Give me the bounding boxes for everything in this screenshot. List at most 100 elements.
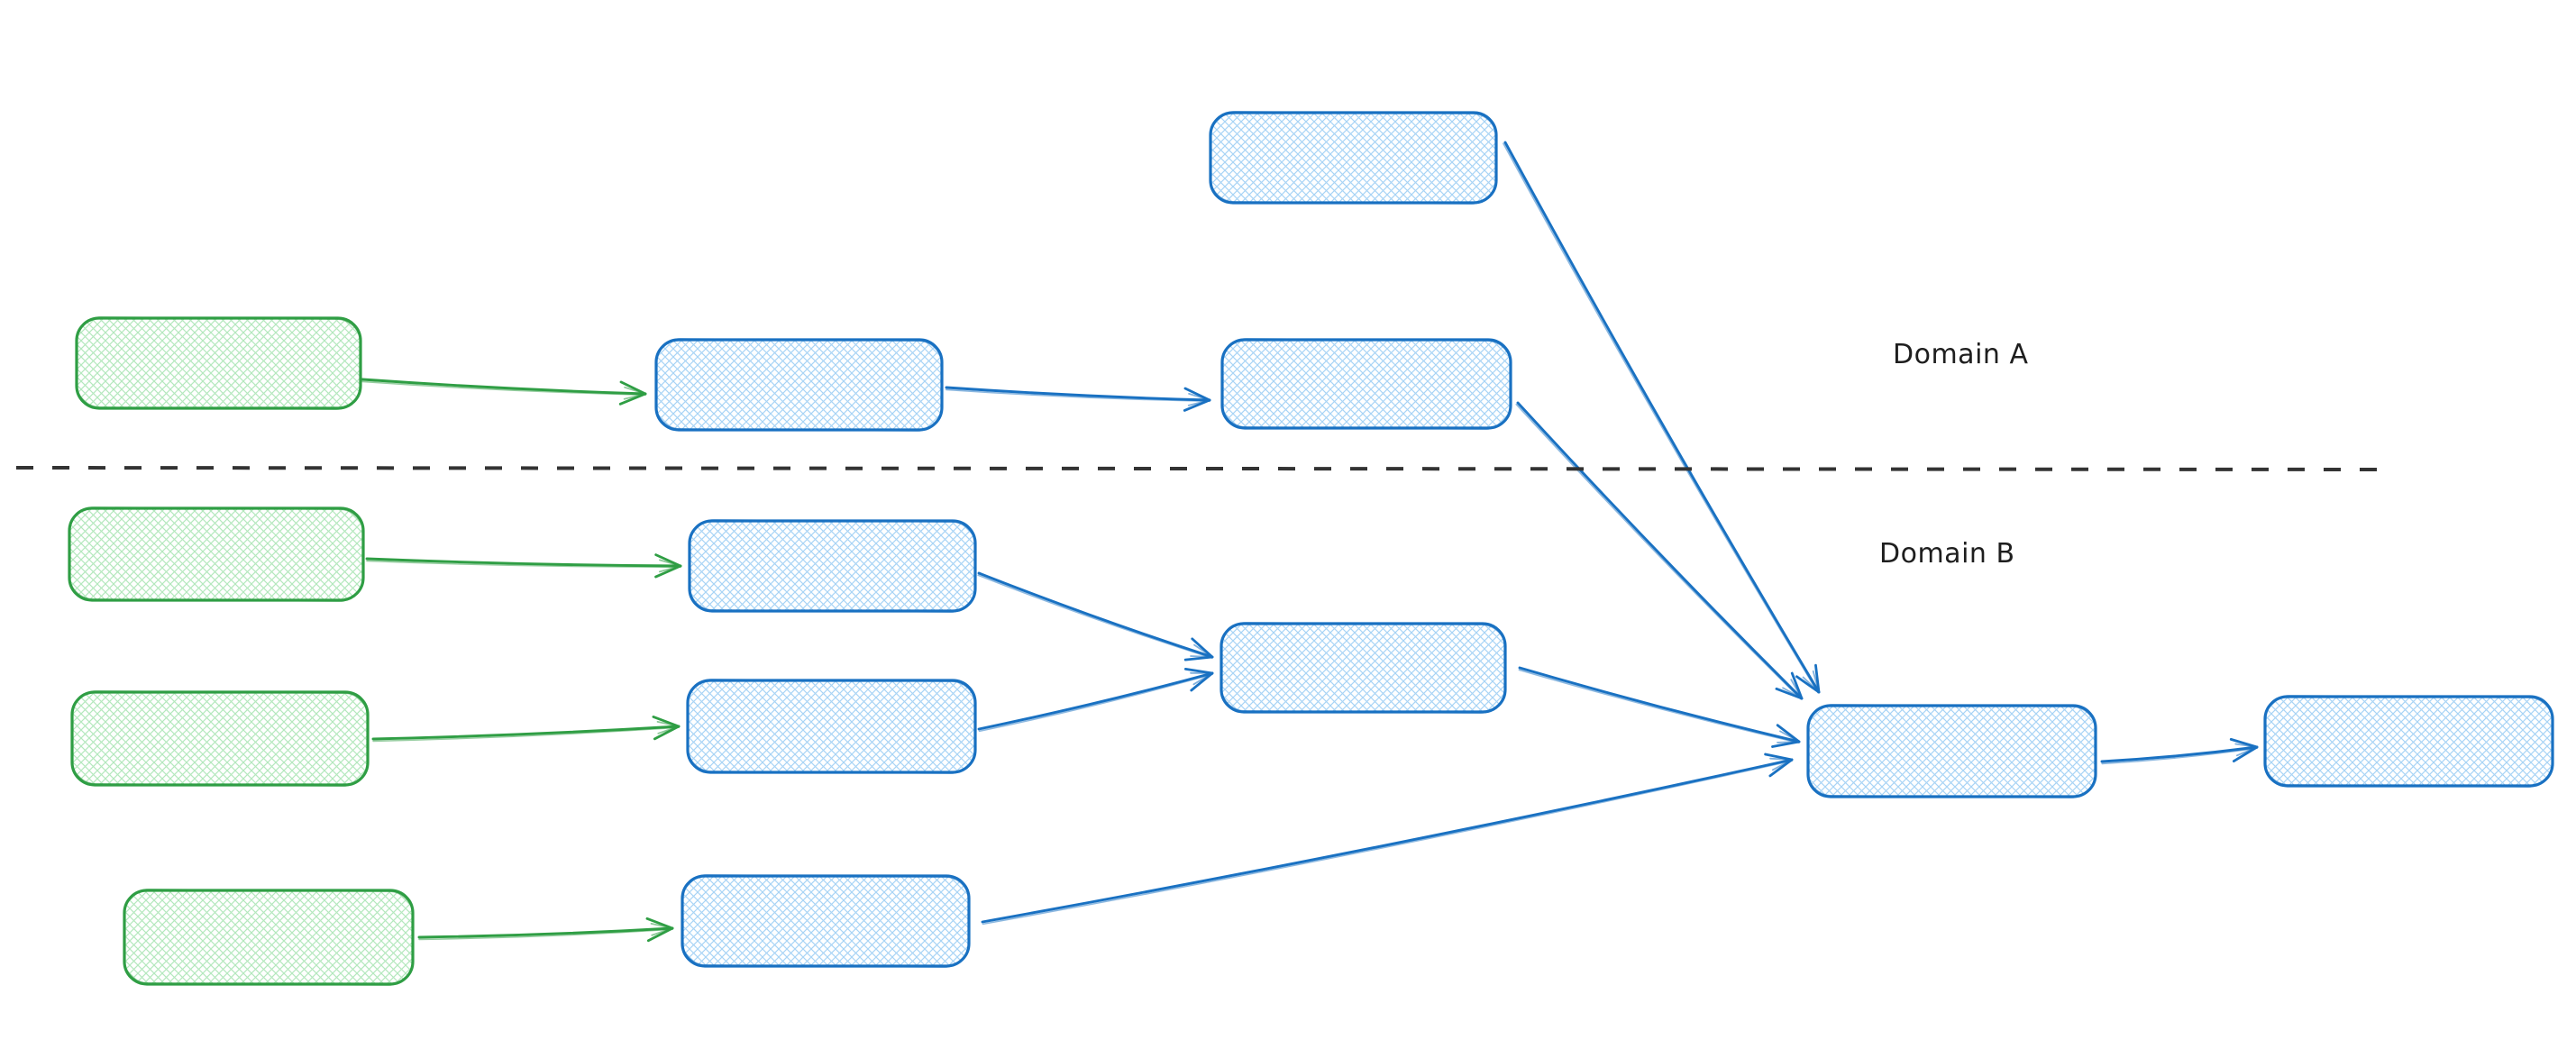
node-b-merge-box (1806, 704, 2097, 798)
arrowhead-echo (659, 559, 681, 567)
arrow-b-stage-2-to-b-join (977, 667, 1214, 733)
arrowhead-echo (657, 725, 680, 734)
arrowhead-echo (623, 393, 646, 400)
arrowhead-echo (2235, 746, 2258, 757)
arrowhead-echo (1802, 676, 1820, 693)
arrow-b-source-1-to-b-stage-1 (365, 553, 682, 579)
node-b-merge (1806, 704, 2097, 798)
arrow-line-echo (372, 726, 680, 743)
arrowhead-echo (1777, 741, 1800, 743)
arrow-line (371, 725, 681, 741)
node-a-stage-1-box-echo (655, 338, 943, 432)
shapes-layer (68, 111, 2554, 986)
node-b-stage-3 (681, 874, 971, 968)
node-a-source-box-echo (76, 316, 361, 410)
arrow-line (2100, 745, 2259, 763)
arrow-line (417, 926, 674, 939)
arrowhead-echo (1769, 757, 1793, 761)
arrowhead-echo (651, 927, 673, 936)
arrow-line-echo (366, 560, 681, 569)
node-a-stage-2 (1220, 338, 1512, 430)
node-b-source-2-box (70, 690, 370, 787)
arrowhead-echo (1771, 759, 1793, 771)
arrowhead-echo (624, 386, 646, 395)
arrowhead-echo (1187, 399, 1210, 406)
arrow-line-echo (978, 673, 1214, 733)
node-b-stage-2-box-echo (687, 679, 976, 774)
arrowhead-echo (1192, 672, 1213, 686)
arrow-line (1503, 141, 1821, 694)
node-b-join-box-echo (1220, 622, 1506, 714)
node-b-merge-box-echo (1807, 704, 2096, 798)
node-a-stage-2-box-echo (1221, 338, 1512, 430)
node-b-source-3-box (123, 889, 415, 986)
node-b-final-box (2263, 695, 2554, 788)
arrow-line (365, 557, 682, 568)
arrowhead-echo (1812, 670, 1820, 693)
node-b-source-1-box-echo (69, 506, 364, 602)
arrow-line (1516, 401, 1804, 700)
node-b-stage-1-box-echo (689, 519, 976, 613)
arrowhead-echo (650, 922, 673, 929)
node-b-stage-3-box-echo (681, 874, 970, 968)
domain-b-label: Domain B (1879, 538, 2015, 570)
arrowhead-echo (658, 565, 681, 573)
node-b-source-3-box-echo (123, 889, 414, 986)
node-b-stage-3-box (681, 874, 971, 968)
arrow-a-stage-2-to-b-merge (1515, 401, 1804, 700)
node-b-source-3 (123, 889, 415, 986)
node-b-stage-2-box (686, 679, 977, 774)
arrow-line-echo (418, 928, 673, 941)
node-b-stage-2 (686, 679, 977, 774)
node-a-source-box (75, 316, 362, 410)
node-a-source (75, 316, 362, 410)
node-a-stage-1 (654, 338, 944, 432)
arrowhead-echo (1190, 655, 1213, 658)
node-b-join-box (1219, 622, 1507, 714)
arrow-b-source-2-to-b-stage-2 (371, 716, 681, 743)
arrow-line-echo (1515, 403, 1802, 700)
arrowhead-echo (1193, 643, 1213, 658)
arrow-a-stage-1-to-a-stage-2 (945, 386, 1211, 412)
node-b-final (2263, 695, 2554, 788)
arrow-line (1518, 666, 1801, 743)
node-b-source-2 (70, 690, 370, 787)
arrowhead-echo (656, 721, 680, 727)
arrowhead-echo (2234, 743, 2258, 748)
node-b-stage-1 (688, 519, 977, 613)
node-b-source-1-box (68, 506, 365, 602)
arrow-a-top-to-b-merge (1503, 141, 1821, 694)
domain-a-label: Domain A (1893, 339, 2028, 370)
node-a-stage-2-box (1220, 338, 1512, 430)
arrow-line-echo (945, 388, 1210, 402)
arrowhead-echo (1782, 687, 1803, 699)
arrow-b-stage-1-to-b-join (977, 571, 1214, 661)
arrow-b-stage-3-to-b-merge (981, 753, 1794, 926)
node-b-stage-1-box (688, 519, 977, 613)
arrow-line (977, 671, 1214, 731)
arrow-line (361, 378, 647, 396)
arrow-line-echo (1518, 669, 1800, 743)
arrowhead-echo (1188, 392, 1210, 401)
arrow-line-echo (2101, 747, 2258, 765)
node-a-top-box (1209, 111, 1498, 205)
node-b-source-1 (68, 506, 365, 602)
arrow-line (945, 386, 1211, 402)
node-b-join (1219, 622, 1507, 714)
domain-divider-line (15, 466, 2394, 471)
node-b-final-box-echo (2264, 695, 2553, 788)
node-a-stage-1-box (654, 338, 944, 432)
arrow-line (977, 571, 1214, 659)
arrow-b-merge-to-b-final (2100, 737, 2259, 765)
arrow-line-echo (977, 574, 1213, 659)
arrow-b-source-3-to-b-stage-3 (417, 917, 674, 943)
arrow-a-source-to-a-stage-1 (361, 378, 647, 406)
node-a-top (1209, 111, 1498, 205)
arrowhead-echo (1790, 679, 1803, 699)
node-a-top-box-echo (1210, 111, 1497, 205)
arrow-line-echo (1503, 142, 1819, 694)
arrowhead-echo (1779, 730, 1800, 743)
arrow-line-echo (982, 760, 1794, 926)
arrow-line-echo (361, 380, 646, 396)
